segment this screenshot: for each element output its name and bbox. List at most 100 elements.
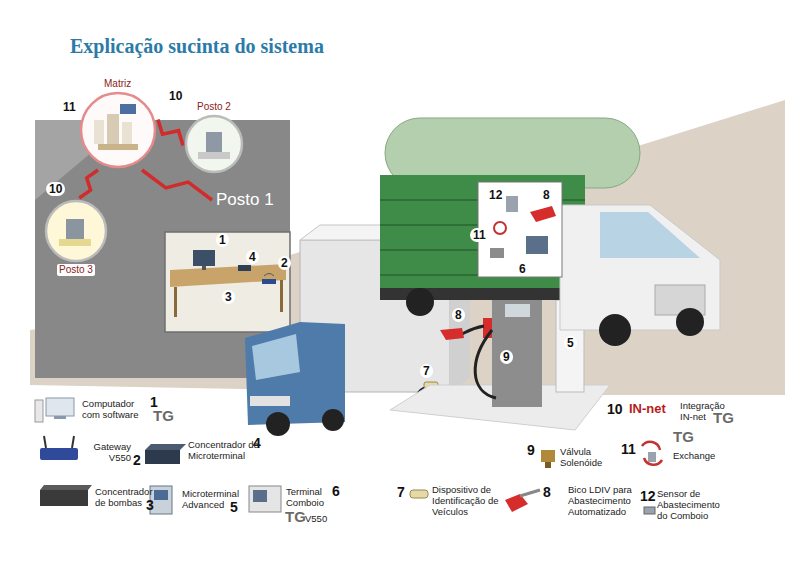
equipment-icon xyxy=(122,122,132,144)
tanker-truck-part xyxy=(600,212,700,258)
tanker-truck-part xyxy=(530,206,556,222)
legend-icons-part xyxy=(40,490,88,506)
legend-icons-part xyxy=(253,490,267,502)
legend-text: Dispositivo de Identificação de Veículos xyxy=(432,484,502,517)
callout-number: 2 xyxy=(278,256,291,270)
callout-number: 3 xyxy=(146,497,154,513)
circle-outline xyxy=(78,78,158,170)
legend-icons-part xyxy=(541,450,555,462)
legend-icons-part xyxy=(648,452,656,462)
callout-number: 8 xyxy=(452,308,465,322)
fuel-island-part xyxy=(475,330,496,398)
building-part xyxy=(280,280,283,312)
legend-icons-part xyxy=(642,442,660,450)
legend-icons-part xyxy=(46,398,74,416)
tanker-truck-part xyxy=(599,314,631,346)
callout-number: 10 xyxy=(607,401,623,417)
node-text-group: Posto 3 xyxy=(57,264,95,276)
legend-text: Concentrador de Microterminal xyxy=(188,439,268,461)
equipment-icon xyxy=(107,114,119,144)
fuel-island-part xyxy=(440,328,464,340)
legend-icons-part xyxy=(154,490,168,500)
callout-number: 2 xyxy=(133,452,141,468)
circle-outline xyxy=(186,116,242,172)
callout-number: 7 xyxy=(420,364,433,378)
equipment-icon xyxy=(120,104,136,114)
circle-outline xyxy=(46,201,106,261)
callout-number: 6 xyxy=(332,483,340,499)
node-label: Posto 1 xyxy=(216,190,274,210)
legend-icons-part xyxy=(145,444,186,450)
building-part xyxy=(202,266,206,270)
node-label: Posto 3 xyxy=(57,264,95,276)
box-truck-part xyxy=(322,409,344,431)
legend-text: Integração IN-net xyxy=(680,400,736,422)
site-circle: Posto 3 xyxy=(43,198,109,276)
box-truck-part xyxy=(252,334,300,380)
tanker-truck-part xyxy=(526,236,548,254)
equipment-icon xyxy=(198,152,230,159)
brand-logo: TG xyxy=(673,429,694,445)
callout-number: 9 xyxy=(500,350,513,364)
callout-number: 11 xyxy=(470,228,489,242)
site-circle: Matriz xyxy=(78,78,158,170)
legend-icons xyxy=(35,398,662,514)
equipment-icon xyxy=(206,132,222,152)
legend-text: Concentrador de bombas xyxy=(95,486,159,508)
legend-icons-part xyxy=(40,448,78,460)
node-text-group: Matriz xyxy=(102,78,133,90)
callout-number: 12 xyxy=(640,488,656,504)
lightning-link xyxy=(79,170,98,198)
legend-icons-part xyxy=(40,485,92,490)
legend-text: Computador com software xyxy=(82,398,150,420)
callout-number: 5 xyxy=(230,499,238,515)
callout-number: 5 xyxy=(564,336,577,350)
building-part xyxy=(262,279,276,284)
model-name: V550 xyxy=(305,513,327,524)
equipment-icon xyxy=(94,120,104,144)
building-label-box: Posto 1 xyxy=(212,188,278,212)
node-label: Posto 2 xyxy=(195,101,233,113)
legend-icons-part xyxy=(54,416,66,419)
equipment-icon xyxy=(66,219,84,239)
callout-number: 12 xyxy=(486,188,505,202)
lightning-link xyxy=(158,119,183,145)
legend-text: Gateway V550 xyxy=(85,441,131,463)
callout-number: 11 xyxy=(621,441,636,457)
fuel-island-part xyxy=(462,326,484,334)
callout-number: 1 xyxy=(216,233,229,247)
circle-outline xyxy=(81,93,155,167)
legend-icons-part xyxy=(545,462,551,468)
legend-icons-part xyxy=(35,400,43,422)
legend-text: Bico LDIV para Abastecimento Automatizad… xyxy=(568,484,640,517)
building-part xyxy=(264,274,274,277)
callout-number: 6 xyxy=(516,262,529,276)
brand-logo: TG xyxy=(285,509,306,525)
callout-number: 11 xyxy=(60,100,79,114)
lightning-link xyxy=(142,170,212,200)
tanker-truck-part xyxy=(506,196,518,212)
box-truck-part xyxy=(266,412,290,436)
legend-icons-part xyxy=(505,494,528,512)
site-circle: Posto 2 xyxy=(183,101,245,175)
legend-icons-part xyxy=(44,436,74,448)
legend-text: Sensor de Abastecimento do Comboio xyxy=(657,488,729,521)
brand-logo: IN-net xyxy=(629,401,666,417)
callout-number: 7 xyxy=(397,484,405,500)
equipment-icon xyxy=(98,144,138,150)
tanker-truck-part xyxy=(478,182,562,277)
building-part xyxy=(174,287,177,317)
tanker-truck-part xyxy=(406,288,434,316)
legend-icons-part xyxy=(410,490,428,498)
legend-icons-part xyxy=(520,490,540,496)
fuel-island-part xyxy=(505,304,530,317)
building-part xyxy=(193,250,215,266)
legend-text: Terminal Comboio xyxy=(286,486,336,508)
tanker-truck-part xyxy=(494,222,506,234)
callout-number: 9 xyxy=(527,442,535,458)
diagram-title: Explicação sucinta do sistema xyxy=(70,34,324,58)
legend-text: Microterminal Advanced xyxy=(182,488,246,510)
tanker-truck xyxy=(380,118,720,346)
node-text-group: Posto 1 xyxy=(216,190,274,210)
